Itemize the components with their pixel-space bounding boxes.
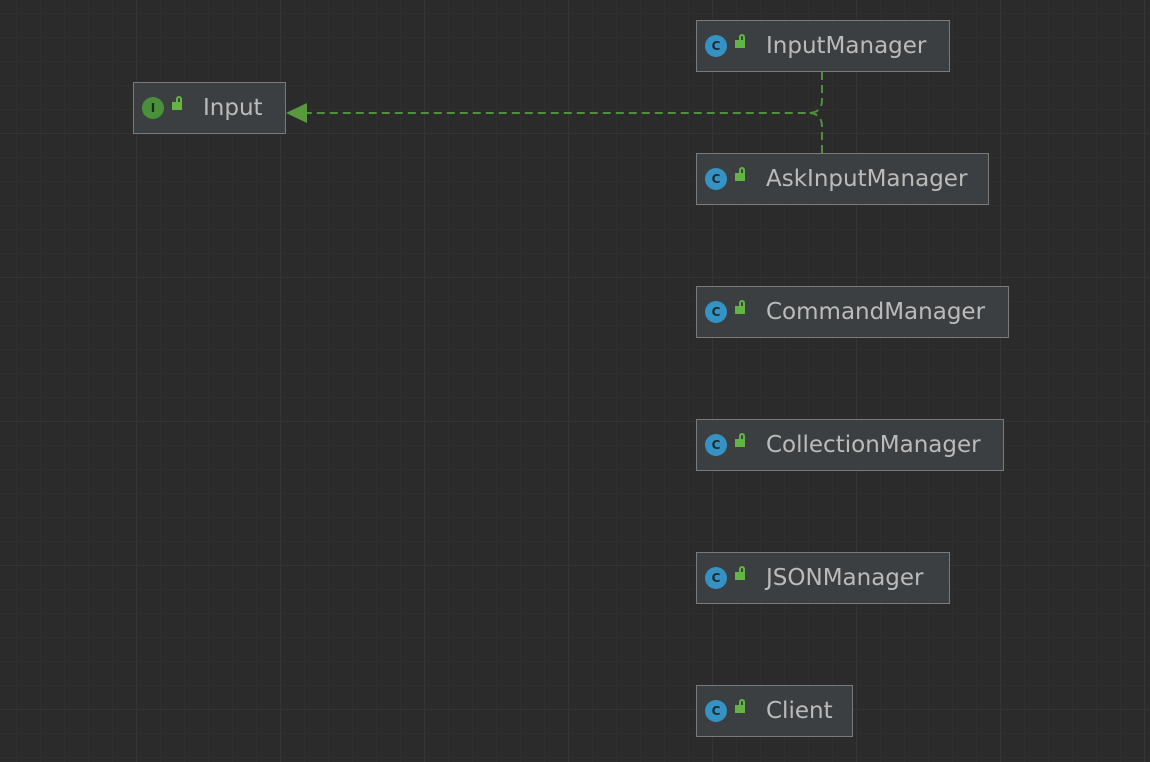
class-icon: C [705, 301, 727, 323]
implements-arrowhead [286, 103, 307, 123]
node-command-manager[interactable]: C CommandManager [696, 286, 1009, 338]
edge-askinputmanager-to-input[interactable] [807, 112, 823, 153]
node-input[interactable]: I Input [133, 82, 286, 134]
public-visibility-icon [734, 34, 748, 50]
public-visibility-icon [734, 699, 748, 715]
node-label: CollectionManager [766, 432, 981, 458]
edge-inputmanager-to-input[interactable] [300, 72, 823, 114]
public-visibility-icon [734, 566, 748, 582]
class-icon: C [705, 35, 727, 57]
node-collection-manager[interactable]: C CollectionManager [696, 419, 1004, 471]
public-visibility-icon [734, 167, 748, 183]
interface-icon: I [142, 97, 164, 119]
node-json-manager[interactable]: C JSONManager [696, 552, 950, 604]
node-label: Input [203, 95, 263, 121]
class-icon: C [705, 700, 727, 722]
node-label: AskInputManager [766, 166, 968, 192]
node-input-manager[interactable]: C InputManager [696, 20, 950, 72]
public-visibility-icon [734, 433, 748, 449]
public-visibility-icon [734, 300, 748, 316]
node-label: Client [766, 698, 833, 724]
node-ask-input-manager[interactable]: C AskInputManager [696, 153, 989, 205]
public-visibility-icon [171, 96, 185, 112]
class-icon: C [705, 168, 727, 190]
node-label: JSONManager [766, 565, 924, 591]
node-label: InputManager [766, 33, 927, 59]
node-label: CommandManager [766, 299, 986, 325]
class-icon: C [705, 567, 727, 589]
class-icon: C [705, 434, 727, 456]
node-client[interactable]: C Client [696, 685, 853, 737]
